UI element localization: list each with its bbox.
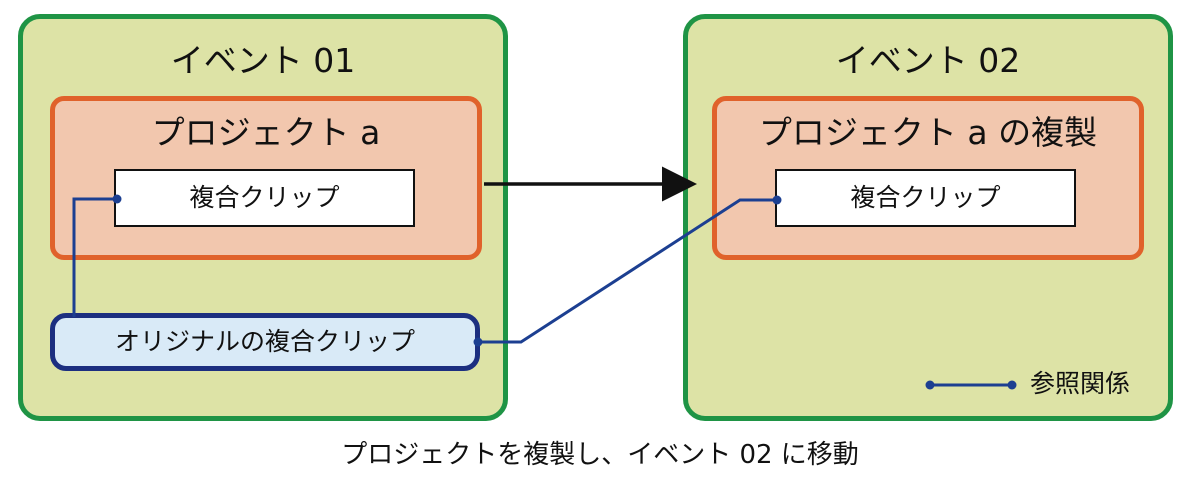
compound-clip-left: 複合クリップ [114, 169, 415, 227]
project-a-copy-title: プロジェクト a の複製 [758, 113, 1098, 152]
original-compound-clip: オリジナルの複合クリップ [50, 313, 480, 371]
event-01-title: イベント 01 [170, 41, 356, 80]
project-a-title: プロジェクト a [151, 113, 381, 152]
event-02-title: イベント 02 [835, 41, 1021, 80]
diagram-caption: プロジェクトを複製し、イベント 02 に移動 [341, 440, 859, 470]
compound-clip-right: 複合クリップ [775, 169, 1076, 227]
legend-label: 参照関係 [1030, 369, 1131, 398]
